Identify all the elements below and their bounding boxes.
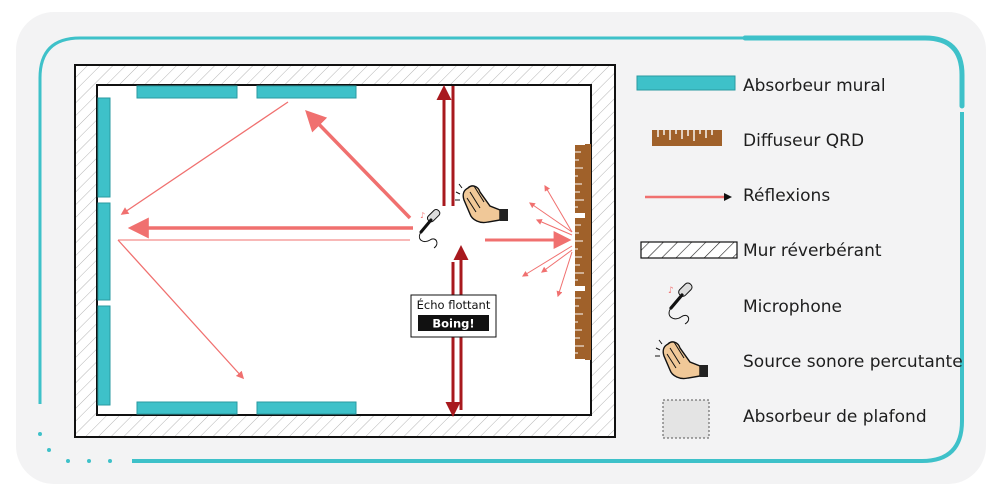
hatch-wall-icon bbox=[640, 241, 738, 259]
legend-label: Diffuseur QRD bbox=[743, 131, 864, 151]
legend-item-qrd-diffuser: Diffuseur QRD bbox=[652, 130, 864, 151]
absorber-top-right bbox=[256, 85, 357, 99]
legend-label: Absorbeur de plafond bbox=[743, 407, 927, 427]
frame-dots bbox=[38, 432, 112, 463]
legend-label: Absorbeur mural bbox=[743, 76, 886, 96]
reflection-arrows bbox=[117, 101, 573, 380]
legend-label: Source sonore percutante bbox=[743, 352, 963, 372]
legend-item-microphone: ♪ Microphone bbox=[668, 282, 842, 325]
clapping-hands-icon bbox=[655, 339, 708, 380]
wall-absorbers bbox=[97, 85, 357, 415]
legend-item-wall-absorber: Absorbeur mural bbox=[636, 75, 886, 96]
legend-label: Microphone bbox=[743, 297, 842, 317]
wall-absorber-swatch bbox=[636, 75, 736, 91]
reflection-to-top bbox=[305, 109, 412, 220]
absorber-left-2 bbox=[97, 202, 111, 301]
absorber-top-left bbox=[136, 85, 238, 99]
reflection-top-to-left bbox=[120, 101, 289, 215]
absorber-bottom-left bbox=[136, 401, 238, 415]
absorber-left-3 bbox=[97, 305, 111, 406]
absorber-bottom-right bbox=[256, 401, 357, 415]
legend-item-ceiling-absorber: Absorbeur de plafond bbox=[662, 399, 927, 439]
qrd-diffuser-wall bbox=[575, 144, 591, 360]
ceiling-absorber-swatch bbox=[662, 399, 710, 439]
legend-label: Mur réverbérant bbox=[743, 241, 882, 261]
legend-item-percussive-source: Source sonore percutante bbox=[655, 339, 963, 380]
legend: Absorbeur mural Diffuseur QRD Réflexions bbox=[636, 75, 963, 439]
legend-item-reverberant-wall: Mur réverbérant bbox=[640, 241, 882, 261]
clapping-hands-icon bbox=[455, 183, 508, 224]
microphone-icon: ♪ bbox=[418, 208, 441, 249]
echo-label-box: Écho flottant Boing! bbox=[410, 294, 497, 338]
microphone-icon: ♪ bbox=[668, 282, 693, 325]
arrow-head-icon bbox=[724, 193, 732, 201]
legend-label: Réflexions bbox=[743, 186, 830, 206]
legend-item-reflections: Réflexions bbox=[645, 186, 830, 206]
echo-title: Écho flottant bbox=[417, 297, 491, 312]
qrd-wells bbox=[575, 151, 584, 354]
room-plan: Écho flottant Boing! ♪ bbox=[74, 64, 616, 438]
frame-accent-top-right bbox=[742, 35, 965, 109]
reflection-left-to-bottom bbox=[117, 239, 245, 380]
echo-word: Boing! bbox=[432, 317, 474, 331]
absorber-left-1 bbox=[97, 97, 111, 198]
qrd-diffuser-icon bbox=[652, 130, 722, 146]
frame-line-left bbox=[38, 36, 745, 404]
svg-text:♪: ♪ bbox=[420, 211, 425, 220]
svg-text:♪: ♪ bbox=[668, 286, 674, 296]
room-interior bbox=[96, 84, 592, 416]
frame-line-bottom bbox=[132, 112, 964, 463]
